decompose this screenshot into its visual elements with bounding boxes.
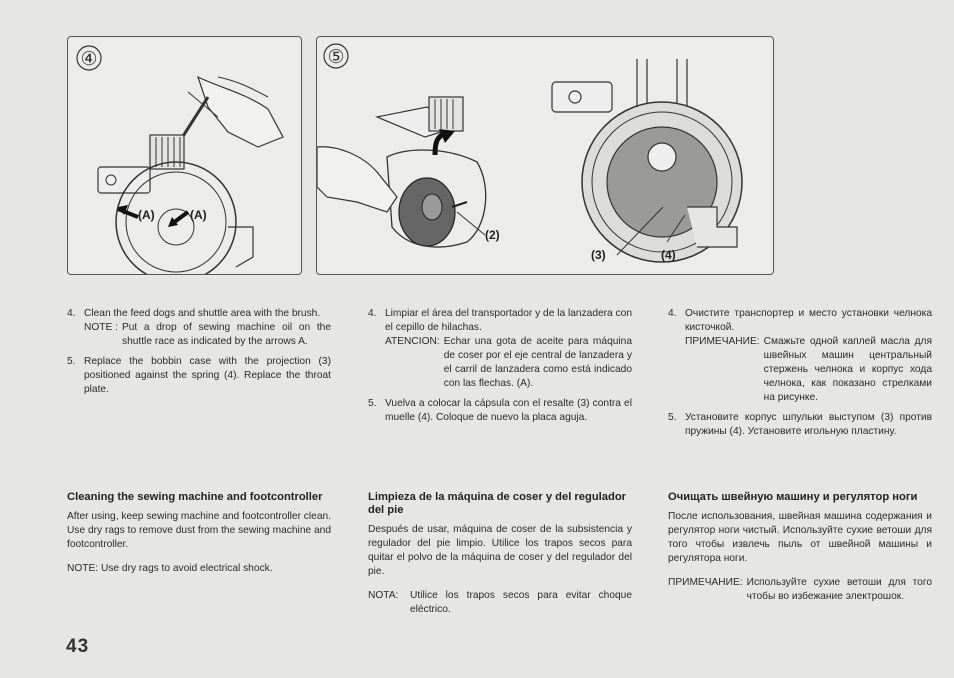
label-3-visible: (3) [591,248,606,262]
spanish-paragraph: Después de usar, máquina de coser de la … [368,524,632,577]
label-4: (4) [661,248,676,262]
spanish-step-5-text: Vuelva a colocar la cápsula con el resal… [385,398,632,423]
english-cleaning-section: Cleaning the sewing machine and footcont… [67,491,331,576]
spanish-column: 4. Limpiar el área del transportador y d… [368,307,632,431]
spanish-note: NOTA: Utilice los trapos secos para evit… [368,589,632,617]
spanish-heading: Limpieza de la máquina de coser y del re… [368,491,627,516]
russian-note-label: ПРИМЕЧАНИЕ: [685,336,760,347]
russian-cleaning-section: Очищать швейную машину и регулятор ноги … [668,491,932,604]
figure-5-illustration: ⑤ (2) (3) (3) (3) [316,36,774,275]
russian-note-text: Смажьте одной каплей масла для швейных м… [763,336,932,403]
english-paragraph: After using, keep sewing machine and foo… [67,511,331,550]
page-number: 43 [66,636,90,657]
spanish-step-5: 5. Vuelva a colocar la cápsula con el re… [368,397,632,425]
spanish-step-4-text: Limpiar el área del transportador y de l… [385,308,632,333]
figure-5-drawing: ⑤ (2) (3) (3) (3) [317,43,743,263]
label-2: (2) [485,228,500,242]
spanish-step-4: 4. Limpiar el área del transportador y d… [368,307,632,391]
spanish-note-text: Echar una gota de aceite para máquina de… [443,336,632,389]
spanish-note-label: ATENCION: [385,336,440,347]
russian-paragraph: После использования, швейная машина соде… [668,511,932,564]
label-a-right: (A) [190,208,207,222]
spanish-step-5-number: 5. [368,398,377,409]
english-note: NOTE: Use dry rags to avoid electrical s… [67,563,273,574]
figure-4-illustration: ④ (A) (A) [67,36,302,275]
english-column: 4. Clean the feed dogs and shuttle area … [67,307,331,403]
russian-step-5: 5. Установите корпус шпульки выступом (3… [668,411,932,439]
russian-step-4-text: Очистите транспортер и место установки ч… [685,308,932,333]
english-step-4-note: NOTE : Put a drop of sewing machine oil … [84,321,331,349]
russian-step-5-text: Установите корпус шпульки выступом (3) п… [685,412,932,437]
english-step-5-text: Replace the bobbin case with the project… [84,356,331,395]
figure-4-number: ④ [80,48,97,70]
russian-heading: Очищать швейную машину и регулятор ноги [668,491,918,503]
english-step-4: 4. Clean the feed dogs and shuttle area … [67,307,331,349]
english-step-4-text: Clean the feed dogs and shuttle area wit… [84,308,321,319]
english-step-5-number: 5. [67,356,76,367]
spanish-step-4-note: ATENCION: Echar una gota de aceite para … [385,335,632,391]
russian-note: ПРИМЕЧАНИЕ: Используйте сухие ветоши для… [668,576,932,604]
figure-4-drawing: ④ (A) (A) [76,45,284,274]
russian-final-note-text: Используйте сухие ветоши для того чтобы … [746,577,932,602]
russian-final-note-label: ПРИМЕЧАНИЕ: [668,577,743,588]
english-note-text: Put a drop of sewing machine oil on the … [121,322,331,347]
spanish-cleaning-section: Limpieza de la máquina de coser y del re… [368,491,632,617]
figure-5-number: ⑤ [327,46,344,68]
english-note-label: NOTE : [84,322,118,333]
english-heading: Cleaning the sewing machine and footcont… [67,491,323,503]
english-step-4-number: 4. [67,308,76,319]
russian-step-4: 4. Очистите транспортер и место установк… [668,307,932,405]
russian-step-4-note: ПРИМЕЧАНИЕ: Смажьте одной каплей масла д… [685,335,932,405]
label-a-left: (A) [138,208,155,222]
english-step-5: 5. Replace the bobbin case with the proj… [67,355,331,397]
russian-step-5-number: 5. [668,412,677,423]
spanish-final-note-label: NOTA: [368,590,399,601]
spanish-step-4-number: 4. [368,308,377,319]
russian-column: 4. Очистите транспортер и место установк… [668,307,932,445]
russian-step-4-number: 4. [668,308,677,319]
spanish-final-note-text: Utilice los trapos secos para evitar cho… [410,590,632,615]
